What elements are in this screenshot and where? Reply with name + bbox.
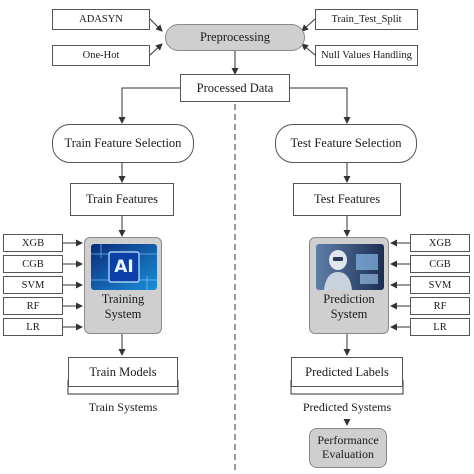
performance-evaluation-node: Performance Evaluation xyxy=(309,428,387,468)
training-system-caption: Training System xyxy=(85,292,161,322)
training-system-line2: System xyxy=(104,307,142,321)
predicted-labels-box: Predicted Labels xyxy=(291,357,403,387)
one-hot-label: One-Hot xyxy=(82,50,120,61)
train-models-box: Train Models xyxy=(68,357,178,387)
adasyn-box: ADASYN xyxy=(52,9,150,30)
null-values-box: Null Values Handling xyxy=(315,45,418,66)
test-model-lr: LR xyxy=(410,318,470,336)
train-model-label: RF xyxy=(26,300,40,312)
train-test-split-box: Train_Test_Split xyxy=(315,9,418,30)
train-feature-selection-label: Train Feature Selection xyxy=(64,136,182,150)
test-features-box: Test Features xyxy=(293,183,401,216)
train-models-label: Train Models xyxy=(89,364,157,379)
preprocessing-label: Preprocessing xyxy=(199,30,271,44)
training-system-line1: Training xyxy=(101,292,145,306)
prediction-system-line1: Prediction xyxy=(323,292,375,306)
train-model-xgb: XGB xyxy=(3,234,63,252)
train-test-split-label: Train_Test_Split xyxy=(331,14,402,25)
one-hot-box: One-Hot xyxy=(52,45,150,66)
test-model-label: RF xyxy=(433,300,447,312)
predicted-systems-label: Predicted Systems xyxy=(302,400,392,414)
test-model-label: XGB xyxy=(428,237,452,249)
performance-evaluation-line2: Evaluation xyxy=(322,447,374,461)
train-model-cgb: CGB xyxy=(3,255,63,273)
train-systems-label: Train Systems xyxy=(88,400,158,414)
prediction-system-node: Prediction System xyxy=(309,237,389,334)
performance-evaluation-line1: Performance xyxy=(317,433,379,447)
null-values-label: Null Values Handling xyxy=(321,50,412,61)
test-model-cgb: CGB xyxy=(410,255,470,273)
test-feature-selection-node: Test Feature Selection xyxy=(275,124,417,163)
test-model-xgb: XGB xyxy=(410,234,470,252)
test-model-rf: RF xyxy=(410,297,470,315)
train-model-label: SVM xyxy=(21,279,45,291)
test-model-label: CGB xyxy=(429,258,451,270)
train-model-label: CGB xyxy=(22,258,44,270)
test-features-label: Test Features xyxy=(313,192,381,206)
training-system-node: AI Training System xyxy=(84,237,162,334)
train-model-label: LR xyxy=(26,321,40,333)
preprocessing-node: Preprocessing xyxy=(165,24,305,51)
prediction-system-line2: System xyxy=(330,307,368,321)
predicted-labels-label: Predicted Labels xyxy=(305,364,389,379)
ai-chip-image: AI xyxy=(91,244,157,290)
test-model-svm: SVM xyxy=(410,276,470,294)
train-model-lr: LR xyxy=(3,318,63,336)
robot-image xyxy=(316,244,384,290)
prediction-system-caption: Prediction System xyxy=(310,292,388,322)
processed-data-box: Processed Data xyxy=(180,74,290,102)
test-feature-selection-label: Test Feature Selection xyxy=(290,136,402,150)
test-model-label: SVM xyxy=(428,279,452,291)
train-model-svm: SVM xyxy=(3,276,63,294)
test-model-label: LR xyxy=(433,321,447,333)
train-features-box: Train Features xyxy=(70,183,174,216)
train-model-label: XGB xyxy=(21,237,45,249)
train-model-rf: RF xyxy=(3,297,63,315)
processed-data-label: Processed Data xyxy=(196,80,274,95)
train-feature-selection-node: Train Feature Selection xyxy=(52,124,194,163)
adasyn-label: ADASYN xyxy=(79,14,123,25)
train-features-label: Train Features xyxy=(85,192,159,206)
ai-badge-text: AI xyxy=(114,257,134,277)
